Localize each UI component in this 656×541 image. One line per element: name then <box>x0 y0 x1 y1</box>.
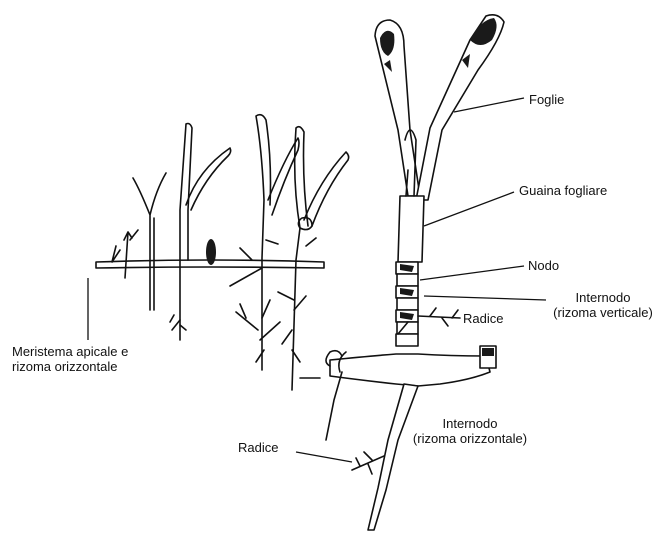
shoot-4 <box>292 127 308 390</box>
leader-radice-lower <box>296 452 352 462</box>
label-meristema-line2: rizoma orizzontale <box>12 359 128 374</box>
shoot-2 <box>180 124 192 341</box>
leader-guaina <box>424 192 514 226</box>
leaf-sheath <box>398 196 424 262</box>
label-meristema-line1: Meristema apicale e <box>12 344 128 359</box>
leader-internodo-v <box>424 296 546 300</box>
label-radice-upper: Radice <box>463 311 503 326</box>
small-plants-sketch <box>96 115 349 390</box>
bud-1 <box>206 239 216 265</box>
label-radice-lower: Radice <box>238 440 278 455</box>
leaf-right <box>416 15 504 200</box>
label-guaina-fogliare: Guaina fogliare <box>519 183 607 198</box>
leader-nodo <box>420 266 524 280</box>
label-internodo-orizzontale: Internodo (rizoma orizzontale) <box>388 416 552 446</box>
leader-lines <box>88 98 546 462</box>
root-lower <box>352 452 384 474</box>
label-internodo-verticale-line2: (rizoma verticale) <box>548 305 656 320</box>
label-meristema: Meristema apicale e rizoma orizzontale <box>12 344 128 374</box>
label-internodo-verticale-line1: Internodo <box>548 290 656 305</box>
shoot-1 <box>133 173 166 310</box>
label-foglie: Foglie <box>529 92 564 107</box>
label-internodo-orizzontale-line1: Internodo <box>388 416 552 431</box>
horizontal-rhizome <box>330 354 490 386</box>
leader-foglie <box>454 98 524 112</box>
label-internodo-orizzontale-line2: (rizoma orizzontale) <box>388 431 552 446</box>
descending-rhizome <box>368 384 418 530</box>
label-nodo: Nodo <box>528 258 559 273</box>
label-internodo-verticale: Internodo (rizoma verticale) <box>548 290 656 320</box>
